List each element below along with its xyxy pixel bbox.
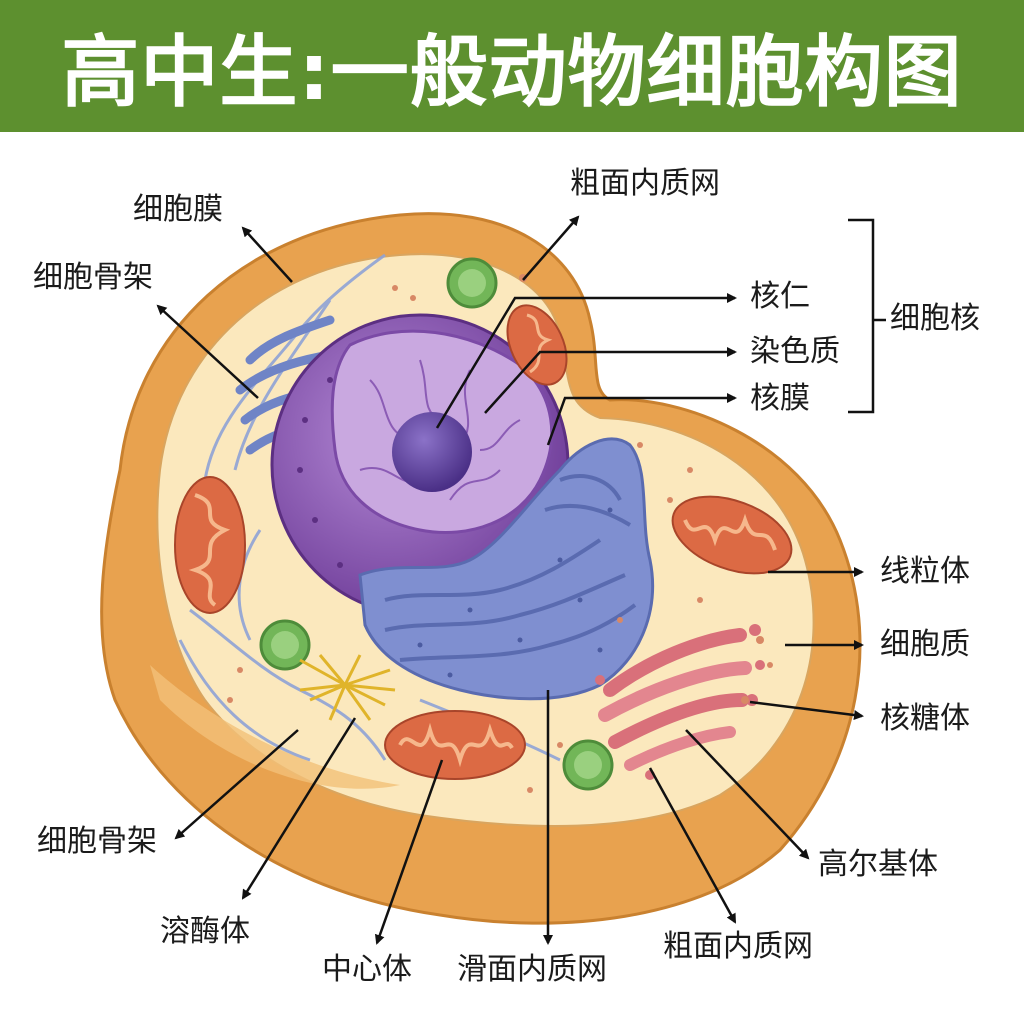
label-cytoplasm: 细胞质 (880, 627, 970, 662)
label-rough-er-top: 粗面内质网 (570, 166, 720, 201)
label-ribosome: 核糖体 (880, 701, 970, 736)
label-nucleus-group: 细胞核 (890, 301, 980, 336)
golgi-apparatus (595, 624, 765, 780)
centrosome (299, 654, 396, 721)
page-title: 高中生:一般动物细胞构图 (0, 0, 1024, 132)
label-lysosome: 溶酶体 (160, 914, 250, 949)
mitochondrion-right (671, 495, 793, 575)
leader-lines (156, 215, 864, 945)
label-golgi: 高尔基体 (818, 847, 938, 882)
rough-er (358, 437, 655, 701)
label-nuclear-envelope: 核膜 (750, 381, 810, 416)
er-ribosome-dots (417, 507, 613, 678)
label-centrosome: 中心体 (322, 952, 412, 987)
label-nucleolus: 核仁 (750, 279, 810, 314)
cytoplasm-ribosomes (227, 274, 773, 793)
mitochondrion-left (174, 476, 246, 614)
label-smooth-er: 滑面内质网 (457, 952, 607, 987)
cell-illustration (100, 212, 886, 945)
label-rough-er-bottom: 粗面内质网 (663, 929, 813, 964)
rough-er-folds (384, 474, 637, 662)
mitochondrion-bottom (384, 710, 526, 780)
label-cell-membrane: 细胞膜 (133, 192, 223, 227)
label-chromatin: 染色质 (750, 334, 840, 369)
label-cytoskeleton-top: 细胞骨架 (33, 260, 153, 295)
label-cytoskeleton-bottom: 细胞骨架 (37, 824, 157, 859)
mitochondrion-top (506, 304, 568, 386)
lysosomes (259, 257, 614, 791)
nucleus-bracket (848, 218, 875, 414)
cell-diagram: 细胞膜 细胞骨架 粗面内质网 核仁 染色质 核膜 细胞核 线粒体 细胞质 核糖体… (0, 132, 1024, 1024)
mitochondria-group (174, 304, 793, 780)
label-mitochondria: 线粒体 (880, 554, 970, 589)
nucleolus (392, 412, 472, 492)
